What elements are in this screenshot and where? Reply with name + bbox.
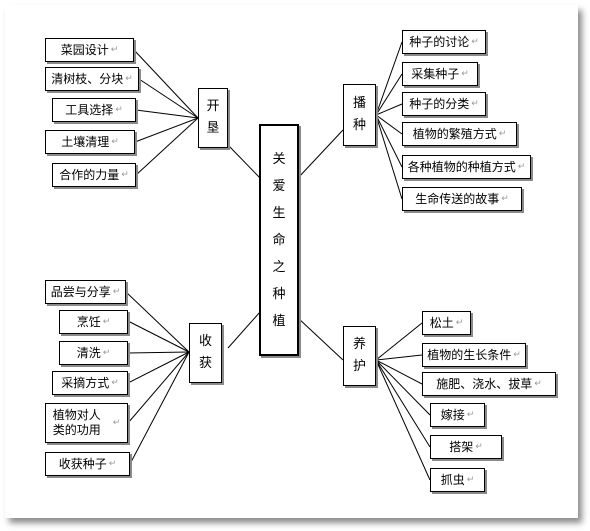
- link-kaiken-3: [134, 117, 199, 143]
- branch-node-kaiken: 开垦: [198, 88, 228, 148]
- return-mark-icon: ↵: [475, 441, 483, 452]
- return-mark-icon: ↵: [498, 128, 507, 139]
- leaf-kaiken-3: 土壤清理↵: [45, 130, 135, 154]
- link-shouhuo-2: [127, 351, 190, 354]
- link-kaiken-1: [138, 78, 199, 119]
- link-center-kaiken: [227, 144, 261, 179]
- leaf-kaiken-1: 清树枝、分块↵: [45, 67, 139, 91]
- branch-node-shouhuo: 收获: [189, 323, 222, 383]
- return-mark-icon: ↵: [517, 161, 526, 172]
- link-yanghu-5: [375, 359, 431, 481]
- link-yanghu-2: [375, 359, 423, 385]
- leaf-shouhuo-2: 清洗↵: [59, 341, 128, 365]
- branch-label-shouhuo: 收获: [199, 334, 213, 371]
- leaf-bozhong-1: 采集种子↵: [402, 62, 478, 86]
- return-mark-icon: ↵: [461, 68, 469, 79]
- link-yanghu-1: [375, 354, 423, 361]
- leaf-yanghu-0: 松土↵: [422, 311, 471, 335]
- leaf-bozhong-3: 植物的繁殖方式↵: [402, 122, 517, 146]
- link-center-bozhong: [297, 129, 344, 179]
- branch-node-bozhong: 播种: [343, 84, 376, 146]
- return-mark-icon: ↵: [121, 169, 129, 180]
- leaf-yanghu-3: 嫁接↵: [430, 403, 485, 427]
- link-bozhong-0: [375, 41, 403, 116]
- branch-label-kaiken: 开垦: [206, 99, 220, 136]
- return-mark-icon: ↵: [110, 44, 119, 55]
- link-kaiken-0: [133, 49, 199, 119]
- center-node: 关爱生命之种植: [259, 124, 299, 356]
- link-bozhong-4: [375, 114, 403, 168]
- link-bozhong-1: [375, 73, 403, 116]
- return-mark-icon: ↵: [112, 417, 121, 428]
- return-mark-icon: ↵: [111, 377, 119, 388]
- return-mark-icon: ↵: [471, 98, 479, 109]
- leaf-yanghu-4: 搭架↵: [430, 435, 502, 459]
- return-mark-icon: ↵: [471, 36, 479, 47]
- leaf-bozhong-4: 各种植物的种植方式↵: [402, 155, 531, 179]
- leaf-bozhong-0: 种子的讨论↵: [402, 30, 486, 54]
- link-center-yanghu: [297, 317, 344, 361]
- leaf-kaiken-0: 菜园设计↵: [45, 38, 134, 62]
- link-bozhong-2: [375, 103, 403, 116]
- link-bozhong-5: [375, 114, 403, 200]
- link-shouhuo-3: [127, 351, 190, 384]
- link-kaiken-4: [135, 117, 199, 176]
- leaf-yanghu-2: 施肥、浇水、拔草↵: [422, 372, 556, 396]
- center-label: 关爱生命之种植: [272, 151, 286, 329]
- return-mark-icon: ↵: [108, 458, 117, 469]
- leaf-shouhuo-4: 植物对人类的功用↵: [45, 403, 128, 443]
- return-mark-icon: ↵: [455, 317, 464, 328]
- link-shouhuo-5: [129, 351, 190, 465]
- link-yanghu-3: [375, 359, 431, 416]
- link-shouhuo-0: [125, 291, 190, 353]
- leaf-kaiken-2: 工具选择↵: [52, 98, 136, 122]
- link-center-shouhuo: [227, 311, 261, 349]
- link-bozhong-3: [375, 114, 403, 135]
- return-mark-icon: ↵: [102, 347, 111, 358]
- return-mark-icon: ↵: [102, 316, 111, 327]
- return-mark-icon: ↵: [466, 409, 475, 420]
- branch-label-bozhong: 播种: [353, 96, 367, 133]
- link-kaiken-2: [135, 109, 199, 119]
- return-mark-icon: ↵: [534, 378, 542, 389]
- leaf-shouhuo-1: 烹饪↵: [59, 310, 128, 334]
- return-mark-icon: ↵: [115, 104, 123, 115]
- return-mark-icon: ↵: [513, 349, 521, 360]
- leaf-yanghu-5: 抓虫↵: [430, 468, 485, 492]
- return-mark-icon: ↵: [466, 474, 475, 485]
- link-yanghu-0: [375, 322, 423, 361]
- link-yanghu-4: [375, 359, 431, 448]
- leaf-bozhong-2: 种子的分类↵: [402, 92, 486, 116]
- leaf-yanghu-1: 植物的生长条件↵: [422, 343, 526, 367]
- return-mark-icon: ↵: [111, 136, 119, 147]
- leaf-shouhuo-3: 采摘方式↵: [52, 371, 128, 395]
- leaf-shouhuo-0: 品尝与分享↵: [45, 280, 126, 304]
- link-shouhuo-4: [127, 351, 190, 424]
- branch-label-yanghu: 养护: [353, 337, 367, 374]
- return-mark-icon: ↵: [112, 286, 121, 297]
- leaf-bozhong-5: 生命传送的故事↵: [402, 187, 522, 211]
- return-mark-icon: ↵: [125, 73, 133, 84]
- branch-node-yanghu: 养护: [343, 326, 376, 386]
- link-shouhuo-1: [127, 320, 190, 353]
- leaf-kaiken-4: 合作的力量↵: [52, 163, 136, 187]
- return-mark-icon: ↵: [501, 193, 509, 204]
- leaf-shouhuo-5: 收获种子↵: [45, 452, 130, 476]
